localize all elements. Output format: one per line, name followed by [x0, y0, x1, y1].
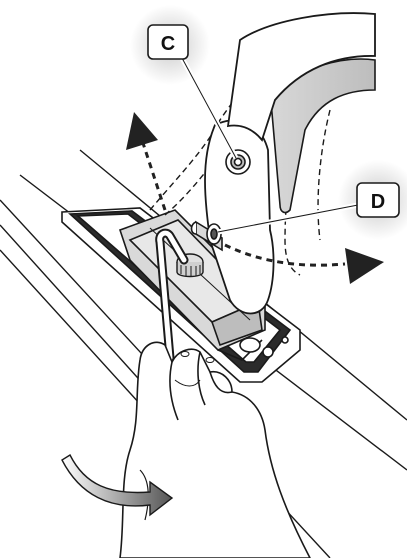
- callout-d-label: D: [371, 191, 385, 213]
- callout-c-label: C: [161, 33, 175, 55]
- direction-arrow-icon: [126, 112, 165, 210]
- hinge-bolt: [226, 150, 250, 174]
